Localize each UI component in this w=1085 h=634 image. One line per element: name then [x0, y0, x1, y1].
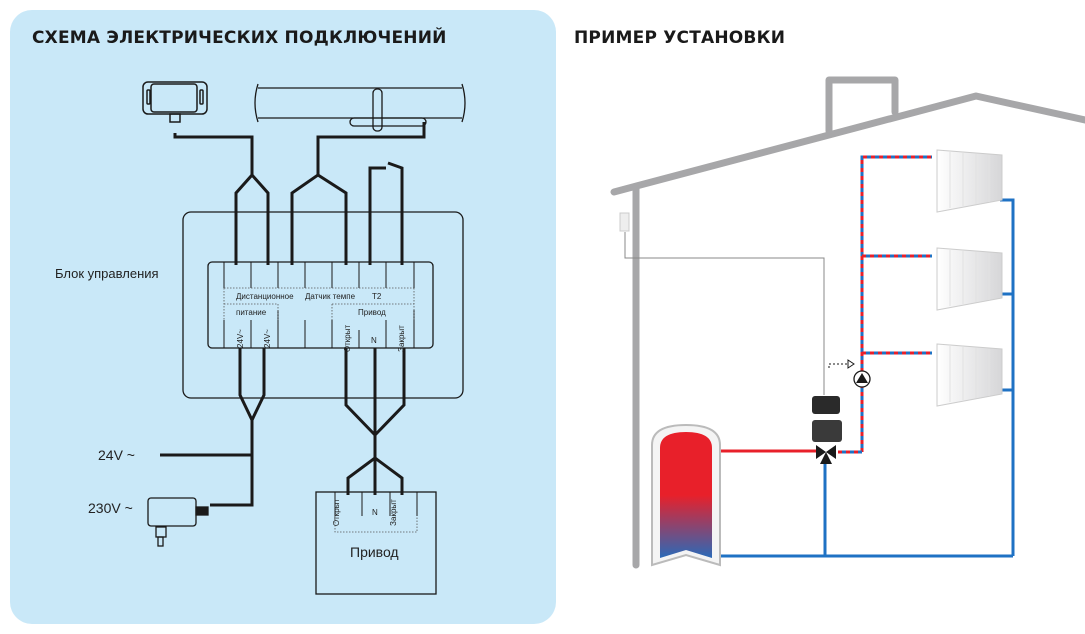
pipe-with-sensor — [254, 83, 466, 132]
control-unit-label: Блок управления — [55, 266, 159, 281]
actuator-terminal-n: N — [372, 508, 378, 517]
remote-control-device — [142, 81, 208, 123]
valve-actuator — [812, 420, 842, 442]
terminal-block — [207, 261, 434, 349]
actuator-box — [315, 491, 437, 595]
group-actuator-label: Привод — [358, 308, 386, 317]
actuator-wire — [344, 348, 406, 495]
group-power-label: питание — [236, 308, 267, 317]
three-way-valve-icon — [816, 445, 836, 464]
electrical-scheme-panel — [10, 10, 556, 624]
power-wire — [210, 348, 266, 507]
radiator — [936, 247, 1003, 311]
group-remote-label: Дистанционное — [236, 292, 294, 301]
remote-control-wire — [173, 133, 270, 265]
thermostat-wire — [624, 232, 825, 395]
supply-230v-label: 230V ~ — [88, 500, 133, 516]
radiator — [936, 343, 1003, 407]
group-t2-label: T2 — [372, 292, 382, 301]
control-unit-outline — [182, 211, 464, 399]
supply-24v-label: 24V ~ — [98, 447, 135, 463]
installation-example-title: ПРИМЕР УСТАНОВКИ — [574, 28, 786, 48]
terminal-n: N — [371, 336, 377, 345]
power-adapter — [147, 497, 209, 547]
group-temp-sensor-label: Датчик темпе — [305, 292, 356, 301]
room-thermostat — [619, 212, 630, 232]
actuator-label: Привод — [350, 544, 399, 560]
temperature-sensor-wire — [290, 122, 426, 265]
controller-unit — [812, 396, 840, 414]
house-outline — [610, 76, 1085, 569]
electrical-scheme-title: СХЕМА ЭЛЕКТРИЧЕСКИХ ПОДКЛЮЧЕНИЙ — [32, 28, 447, 48]
t2-switch-wire — [368, 161, 404, 265]
radiator — [936, 149, 1003, 213]
